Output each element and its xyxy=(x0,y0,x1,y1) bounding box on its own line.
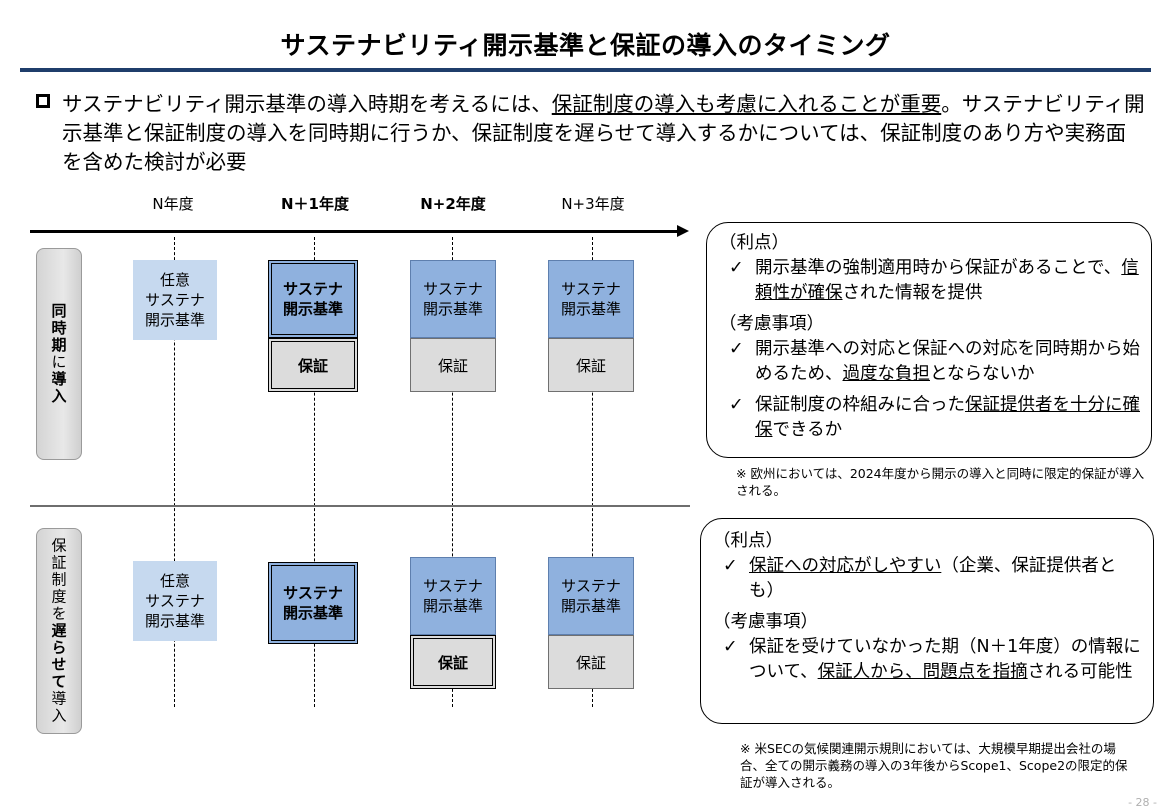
row1-n1-assurance-box: 保証 xyxy=(268,338,358,392)
panel1-note: ※ 欧州においては、2024年度から開示の導入と同時に限定的保証が導入される。 xyxy=(736,466,1145,498)
intro-emphasis: 保証制度の導入も考慮に入れることが重要 xyxy=(551,92,942,116)
year-divider-n3 xyxy=(592,237,593,707)
row2-n2-standard-box: サステナ 開示基準 xyxy=(410,557,496,635)
check-icon: ✓ xyxy=(723,556,738,576)
panel2-note: ※ 米SECの気候関連開示規則においては、大規模早期提出会社の場合、全ての開示義… xyxy=(740,741,1128,790)
panel1-c2-b: できるか xyxy=(772,420,843,440)
row2-optional-l1: 任意 xyxy=(159,572,190,590)
year-label-n: N年度 xyxy=(152,195,194,213)
timeline-axis xyxy=(30,230,680,233)
row-label-simultaneous: 同時期に導入 xyxy=(36,248,82,460)
square-bullet-icon xyxy=(36,94,50,108)
panel1-c1-b: とならないか xyxy=(930,364,1035,384)
row1-n3-std-l1: サステナ xyxy=(561,280,621,298)
check-icon: ✓ xyxy=(729,339,744,359)
panel1-merit-u: 信頼性が確保 xyxy=(755,258,1139,303)
row1-n2-assurance-box: 保証 xyxy=(410,338,496,392)
timeline-arrow-icon xyxy=(677,225,689,237)
panel1-c2-u: 保証提供者を十分に確保 xyxy=(755,395,1140,440)
row1-n1-std-l1: サステナ xyxy=(283,280,343,298)
row1-n2-std-l2: 開示基準 xyxy=(422,300,483,318)
panel2-consider-heading: （考慮事項） xyxy=(713,612,818,632)
panel1-c2-a: 保証制度の枠組みに合った xyxy=(755,395,965,415)
row2-optional-l2: サステナ xyxy=(145,592,205,610)
year-divider-n1 xyxy=(314,237,315,707)
panel2-consider-item1: ✓ 保証を受けていなかった期（N＋1年度）の情報について、保証人から、問題点を指摘… xyxy=(713,635,1141,685)
panel-delayed: （利点） ✓ 保証への対応がしやすい（企業、保証提供者とも） （考慮事項） ✓ 保証… xyxy=(700,518,1154,724)
row-separator xyxy=(30,505,690,507)
check-icon: ✓ xyxy=(723,637,738,657)
panel1-consider-heading: （考慮事項） xyxy=(719,314,824,334)
row1-optional-l3: 開示基準 xyxy=(144,311,205,329)
row2-n3-standard-box: サステナ 開示基準 xyxy=(548,557,634,635)
title-underline xyxy=(20,68,1151,72)
panel-simultaneous: （利点） ✓ 開示基準の強制適用時から保証があることで、信頼性が確保された情報を提… xyxy=(706,222,1152,458)
row2-optional-box: 任意 サステナ 開示基準 xyxy=(133,561,217,641)
row2-n3-std-l1: サステナ xyxy=(561,577,621,595)
row1-n1-std-l2: 開示基準 xyxy=(282,300,343,318)
panel2-c1-b: される可能性 xyxy=(1027,662,1133,682)
year-label-n3: N+3年度 xyxy=(561,195,625,213)
panel1-merit-heading: （利点） xyxy=(719,233,789,253)
year-divider-n2 xyxy=(452,237,453,707)
row1-n2-standard-box: サステナ 開示基準 xyxy=(410,260,496,338)
year-label-n1: N＋1年度 xyxy=(281,195,349,213)
panel2-merit-heading: （利点） xyxy=(713,531,783,551)
panel1-merit-b: された情報を提供 xyxy=(842,283,983,303)
row1-n3-assurance-box: 保証 xyxy=(548,338,634,392)
row1-optional-l2: サステナ xyxy=(145,291,205,309)
page-number: - 28 - xyxy=(1128,796,1157,809)
row2-n2-std-l1: サステナ xyxy=(423,577,483,595)
row-label-delayed-text: 保証制度を遅らせて導入 xyxy=(49,537,68,725)
panel1-c1-u: 過度な負担 xyxy=(842,364,931,384)
page-title: サステナビリティ開示基準と保証の導入のタイミング xyxy=(280,31,891,60)
intro-part2: 。サステナビリティ開示基準と保証制度の導入を同時期に行うか、保証制度を遅らせて導… xyxy=(62,92,1145,174)
row1-n2-std-l1: サステナ xyxy=(423,280,483,298)
intro-text: サステナビリティ開示基準の導入時期を考えるには、保証制度の導入も考慮に入れること… xyxy=(36,90,1146,177)
year-divider-n xyxy=(174,237,175,707)
row-label-simultaneous-text: 同時期に導入 xyxy=(49,303,68,405)
check-icon: ✓ xyxy=(729,395,744,415)
panel2-merit-item: ✓ 保証への対応がしやすい（企業、保証提供者とも） xyxy=(713,554,1141,604)
panel2-merit-u: 保証への対応がしやすい xyxy=(749,556,942,576)
panel1-consider-item1: ✓ 開示基準への対応と保証への対応を同時期から始めるため、過度な負担とならないか xyxy=(719,337,1141,387)
row2-n1-std-l2: 開示基準 xyxy=(282,604,343,622)
row2-n1-std-l1: サステナ xyxy=(283,584,343,602)
panel1-merit-a: 開示基準の強制適用時から保証があることで、 xyxy=(755,258,1122,278)
row2-n3-assurance-box: 保証 xyxy=(548,635,634,689)
row1-optional-l1: 任意 xyxy=(159,271,190,289)
row1-n3-standard-box: サステナ 開示基準 xyxy=(548,260,634,338)
panel2-c1-a: 保証を受けていなかった期（N＋1年度）の情報について、 xyxy=(749,637,1141,682)
row2-n2-assurance-box: 保証 xyxy=(410,635,496,689)
panel1-consider-item2: ✓ 保証制度の枠組みに合った保証提供者を十分に確保できるか xyxy=(719,393,1141,443)
row-label-delayed: 保証制度を遅らせて導入 xyxy=(36,528,82,734)
panel2-merit-b: （企業、保証提供者とも） xyxy=(749,556,1117,601)
panel1-c1-a: 開示基準への対応と保証への対応を同時期から始めるため、 xyxy=(755,339,1140,384)
year-label-n2: N+2年度 xyxy=(420,195,486,213)
panel1-merit-item: ✓ 開示基準の強制適用時から保証があることで、信頼性が確保された情報を提供 xyxy=(719,256,1141,306)
row2-n1-standard-box: サステナ 開示基準 xyxy=(268,562,358,644)
intro-part1: サステナビリティ開示基準の導入時期を考えるには、 xyxy=(62,92,552,116)
row1-n3-std-l2: 開示基準 xyxy=(560,300,621,318)
row2-optional-l3: 開示基準 xyxy=(144,612,205,630)
row1-optional-box: 任意 サステナ 開示基準 xyxy=(133,260,217,340)
row2-n3-std-l2: 開示基準 xyxy=(560,597,621,615)
check-icon: ✓ xyxy=(729,258,744,278)
row1-n1-standard-box: サステナ 開示基準 xyxy=(268,260,358,338)
row2-n2-std-l2: 開示基準 xyxy=(422,597,483,615)
panel2-c1-u: 保証人から、問題点を指摘 xyxy=(817,662,1028,682)
